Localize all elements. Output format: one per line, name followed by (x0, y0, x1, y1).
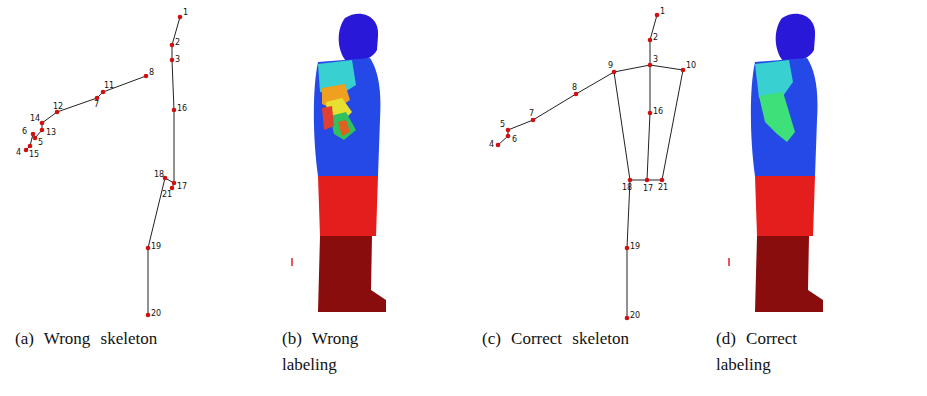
wrong-skeleton (26, 17, 180, 315)
subfigure-caption: (d) Correct labeling (716, 326, 856, 378)
joint-number: 16 (177, 104, 187, 113)
wrong-labeling (292, 14, 386, 312)
joint-number: 4 (16, 148, 21, 157)
correct-labeling (729, 14, 823, 312)
joint-number: 5 (38, 138, 43, 147)
joint-number: 12 (53, 102, 63, 111)
joint-number: 1 (183, 8, 188, 17)
joint-number: 3 (653, 55, 658, 64)
joint-number: 10 (686, 61, 696, 70)
joint-number: 20 (630, 311, 640, 320)
joint-number: 9 (608, 61, 613, 70)
joint-number: 8 (572, 83, 577, 92)
correct-joints (496, 13, 686, 321)
joint-number: 2 (653, 33, 658, 42)
joint-number: 8 (149, 68, 154, 77)
joint-number: 2 (175, 38, 180, 47)
joint-number: 21 (162, 190, 172, 199)
joint-number: 6 (22, 127, 27, 136)
joint-number: 15 (29, 150, 39, 159)
wrong-joints (24, 15, 183, 318)
joint-number: 7 (94, 100, 99, 109)
joint-number: 18 (154, 170, 164, 179)
joint-number: 4 (489, 140, 494, 149)
joint-number: 5 (500, 120, 505, 129)
joint-number: 17 (177, 182, 187, 191)
joint-number: 6 (512, 135, 517, 144)
subfigure-caption: (a) Wrong skeleton (15, 326, 220, 352)
joint-number: 19 (630, 242, 640, 251)
joint-number: 21 (658, 183, 668, 192)
subfigure-caption: (c) Correct skeleton (482, 326, 697, 352)
joint-number: 11 (104, 81, 114, 90)
joint-number: 17 (643, 184, 653, 193)
joint-number: 13 (46, 128, 56, 137)
joint-number: 3 (175, 55, 180, 64)
joint-number: 18 (622, 183, 632, 192)
joint-number: 20 (151, 309, 161, 318)
subfigure-caption: (b) Wrong labeling (282, 326, 412, 378)
joint-number: 16 (653, 107, 663, 116)
joint-number: 14 (30, 114, 40, 123)
correct-skeleton (498, 15, 683, 318)
joint-number: 19 (151, 242, 161, 251)
joint-number: 7 (529, 109, 534, 118)
joint-number: 1 (660, 7, 665, 16)
